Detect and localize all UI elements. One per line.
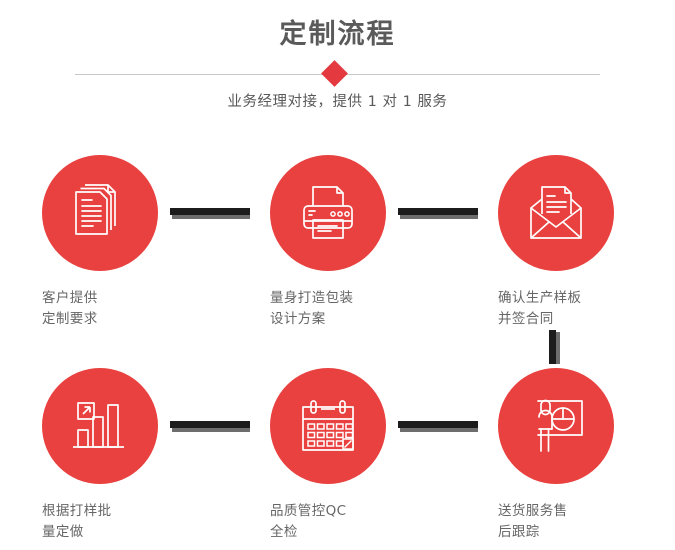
flow-step-3-circle[interactable] xyxy=(498,155,614,271)
connector-bar-shadow xyxy=(172,428,250,432)
page-title: 定制流程 xyxy=(279,19,396,50)
flow-step-2[interactable]: 量身打造包装 设计方案 xyxy=(248,155,408,330)
connector-bar-dark xyxy=(398,208,478,215)
flow-step-2-label: 量身打造包装 设计方案 xyxy=(270,290,354,327)
title-divider xyxy=(75,60,600,87)
flow-step-4-circle[interactable] xyxy=(42,368,158,484)
flow-step-2-circle[interactable] xyxy=(270,155,386,271)
process-flow-diagram: 客户提供 定制要求 xyxy=(0,140,675,550)
connector-bar-shadow xyxy=(400,428,478,432)
bar-chart-growth-icon xyxy=(73,402,124,448)
flow-step-1-circle[interactable] xyxy=(42,155,158,271)
printer-icon xyxy=(303,186,353,239)
connector-step2-step3 xyxy=(398,208,478,219)
diamond-marker-icon xyxy=(321,60,348,87)
documents-stack-icon xyxy=(75,184,116,235)
connector-bar-dark xyxy=(549,330,556,364)
flow-step-3-label: 确认生产样板 并签合同 xyxy=(498,290,582,327)
connector-bar-dark xyxy=(170,421,250,428)
connector-step1-step2 xyxy=(170,208,250,219)
flow-step-6-circle[interactable] xyxy=(498,368,614,484)
flow-step-6-label: 送货服务售 后跟踪 xyxy=(498,503,568,540)
calendar-icon xyxy=(302,400,354,451)
flow-step-5-circle[interactable] xyxy=(270,368,386,484)
page-subtitle: 业务经理对接，提供 1 对 1 服务 xyxy=(227,94,448,110)
flow-step-5-label: 品质管控QC 全检 xyxy=(270,503,347,540)
flow-step-6[interactable]: 送货服务售 后跟踪 xyxy=(476,368,636,543)
envelope-document-icon xyxy=(530,186,582,239)
connector-bar-dark xyxy=(170,208,250,215)
connector-bar-dark xyxy=(398,421,478,428)
flow-step-4-label: 根据打样批 量定做 xyxy=(42,503,112,540)
connector-bar-shadow xyxy=(400,215,478,219)
flow-step-1-label: 客户提供 定制要求 xyxy=(42,290,98,327)
flow-step-1[interactable]: 客户提供 定制要求 xyxy=(20,155,180,330)
presentation-person-pie-chart-icon xyxy=(537,399,583,452)
flow-step-4[interactable]: 根据打样批 量定做 xyxy=(20,368,180,543)
connector-step4-step5 xyxy=(170,421,250,432)
connector-bar-shadow xyxy=(172,215,250,219)
flow-step-5[interactable]: 品质管控QC 全检 xyxy=(248,368,408,543)
flow-step-3[interactable]: 确认生产样板 并签合同 xyxy=(476,155,636,330)
connector-bar-shadow xyxy=(556,332,560,364)
connector-step3-step6 xyxy=(549,330,560,364)
connector-step5-step6 xyxy=(398,421,478,432)
header-section: 定制流程 业务经理对接，提供 1 对 1 服务 xyxy=(0,0,675,130)
